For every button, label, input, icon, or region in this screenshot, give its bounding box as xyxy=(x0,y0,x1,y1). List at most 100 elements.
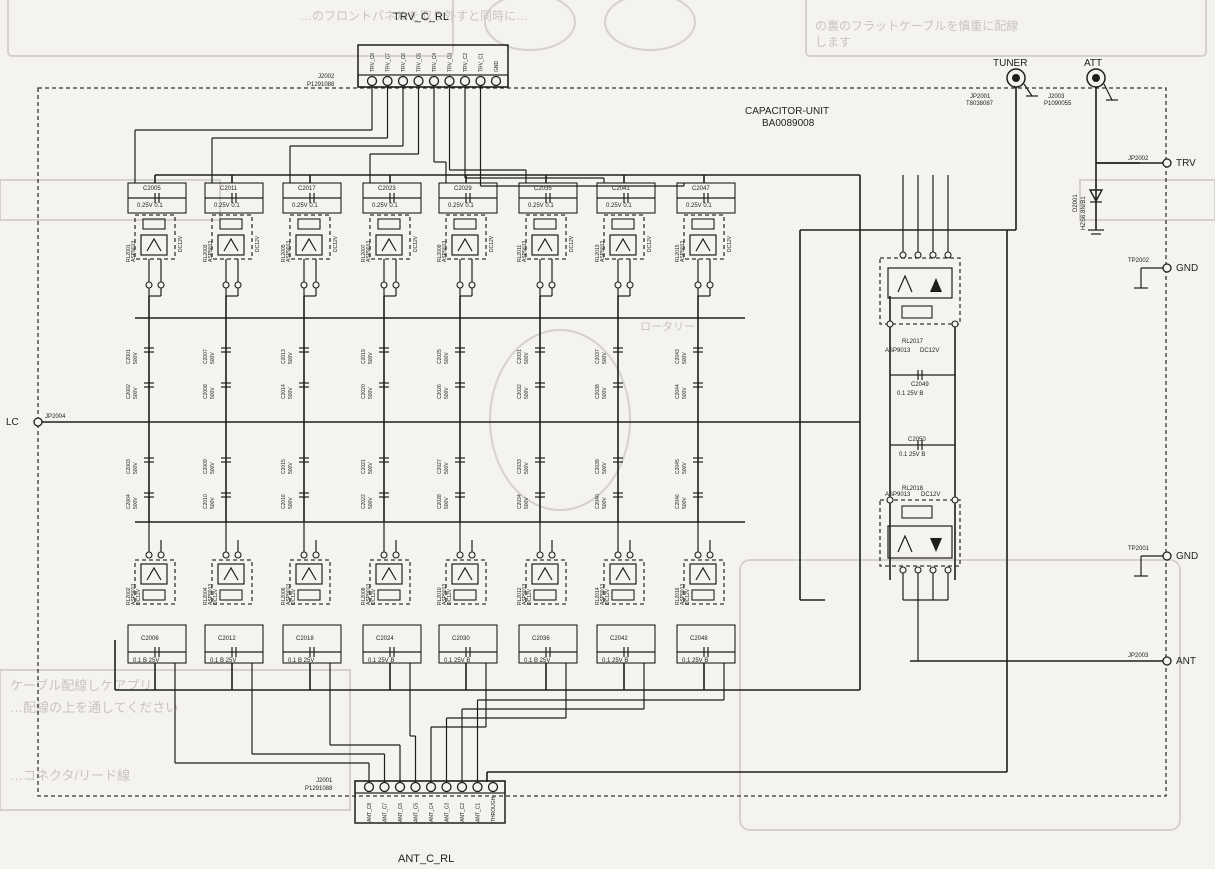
upper-cap-ref: C2047 xyxy=(692,186,710,192)
matrix-cap-ref: C2040 xyxy=(595,494,601,509)
background-bleed: …のフロントパネルを取り外すと同時に… の裏のフラットケーブルを慎重に配線 しま… xyxy=(0,0,1215,831)
lower-cap-value: 0.1 B 25V xyxy=(133,658,159,664)
upper-cap-value: 0.25V 0.1 xyxy=(528,203,554,209)
lower-relay-part: ASP9013 xyxy=(600,584,606,605)
port-gnd-bottom[interactable]: TP2001 GND xyxy=(1128,546,1198,577)
upper-relay-part: ASP9013 xyxy=(366,241,372,262)
matrix-cap-ref: C2028 xyxy=(437,494,443,509)
upper-relay-ref: RL2013 xyxy=(595,244,601,262)
matrix-cap-ref: C2025 xyxy=(437,349,443,364)
tuner-jack: TUNER JP2001 T8038087 xyxy=(966,58,1038,107)
diode-part: HZS6.8N/B1 xyxy=(1081,196,1087,230)
matrix-cap-value: 500V xyxy=(602,462,608,474)
matrix-cap-value: 500V xyxy=(524,352,530,364)
right-cap-ref: C2050 xyxy=(908,437,926,443)
upper-cap-value: 0.25V 0.1 xyxy=(214,203,240,209)
ant-pin-label: ANT_C5 xyxy=(414,803,420,822)
lower-relay-rating: DC12V xyxy=(291,588,297,605)
matrix-cap-ref: C2031 xyxy=(517,349,523,364)
lower-cap-ref: C2018 xyxy=(296,636,314,642)
upper-relay-rating: DC12V xyxy=(489,235,495,252)
matrix-cap-value: 500V xyxy=(210,497,216,509)
matrix-cap-ref: C2002 xyxy=(126,384,132,399)
matrix-cap-ref: C2032 xyxy=(517,384,523,399)
matrix-cap-ref: C2026 xyxy=(437,384,443,399)
port-gnd-bottom-ref: TP2001 xyxy=(1128,546,1150,552)
right-cap-ref: C2049 xyxy=(911,382,929,388)
matrix-cap-ref: C2014 xyxy=(281,384,287,399)
port-lc[interactable]: LC JP2004 xyxy=(6,414,66,428)
upper-relay-ref: RL2015 xyxy=(675,244,681,262)
unit-code: BA0089008 xyxy=(762,118,815,129)
upper-relay-rating: DC12V xyxy=(647,235,653,252)
upper-relay-rating: DC12V xyxy=(413,235,419,252)
upper-cap-value: 0.25V 0.1 xyxy=(372,203,398,209)
matrix-cap-ref: C2010 xyxy=(203,494,209,509)
lower-cap-value: 0.1 25V B xyxy=(682,658,708,664)
port-trv-label: TRV xyxy=(1176,158,1196,169)
matrix-cap-value: 500V xyxy=(444,462,450,474)
matrix-cap-ref: C2044 xyxy=(675,384,681,399)
matrix-cap-value: 500V xyxy=(602,497,608,509)
lower-relay-rating: DC12V xyxy=(136,588,142,605)
lower-relay-part: ASP9013 xyxy=(522,584,528,605)
matrix-cap-value: 500V xyxy=(368,497,374,509)
upper-relay-ref: RL2003 xyxy=(203,244,209,262)
trv-pin-label: TRV_C1 xyxy=(479,53,485,72)
upper-cap-value: 0.25V 0.1 xyxy=(292,203,318,209)
att-jack: ATT J2003 P1090055 xyxy=(1044,58,1118,107)
lower-relay-rating: DC12V xyxy=(605,588,611,605)
port-ant-label: ANT xyxy=(1176,656,1196,667)
matrix-cap-value: 500V xyxy=(210,352,216,364)
att-ref: J2003 xyxy=(1048,94,1065,100)
lower-cap-value: 0.1 25V B xyxy=(444,658,470,664)
matrix-cap-value: 500V xyxy=(444,497,450,509)
upper-cap-ref: C2035 xyxy=(534,186,552,192)
matrix-cap-value: 500V xyxy=(682,352,688,364)
trv-pin-label: TRV_C5 xyxy=(417,53,423,72)
port-lc-ref: JP2004 xyxy=(45,414,66,420)
att-part: P1090055 xyxy=(1044,101,1072,107)
matrix-cap-value: 500V xyxy=(682,462,688,474)
upper-relay-ref: RL2009 xyxy=(437,244,443,262)
tuner-ref: JP2001 xyxy=(970,94,991,100)
lower-relay-rating: DC12V xyxy=(527,588,533,605)
lower-relay-part: ASP9013 xyxy=(286,584,292,605)
matrix-cap-value: 500V xyxy=(288,462,294,474)
trv-pin-label: GND xyxy=(494,61,500,73)
matrix-cap-ref: C2001 xyxy=(126,349,132,364)
port-ant[interactable]: JP2003 ANT xyxy=(1128,653,1196,667)
matrix-cap-ref: C2033 xyxy=(517,459,523,474)
trv-connector-ref: J2002 xyxy=(318,74,335,80)
matrix-cap-value: 500V xyxy=(133,497,139,509)
matrix-cap-ref: C2020 xyxy=(361,384,367,399)
ant-pin-label: ANT_C7 xyxy=(383,803,389,822)
ant-pin-label: THROUGH xyxy=(491,796,497,822)
right-relay-top-rating: DC12V xyxy=(920,348,939,354)
lower-relay-rating: DC12V xyxy=(447,588,453,605)
matrix-cap-ref: C2038 xyxy=(595,384,601,399)
main-wiring xyxy=(42,87,1163,782)
lower-cap-ref: C2024 xyxy=(376,636,394,642)
lower-relay-ref: RL2010 xyxy=(437,587,443,605)
port-gnd-top[interactable]: TP2002 GND xyxy=(1128,258,1198,289)
port-trv-ref: JP2002 xyxy=(1128,156,1149,162)
matrix-cap-value: 500V xyxy=(133,352,139,364)
matrix-cap-ref: C2007 xyxy=(203,349,209,364)
ant-connector-ref: J2001 xyxy=(316,778,333,784)
lower-cap-ref: C2030 xyxy=(452,636,470,642)
matrix-cap-value: 500V xyxy=(368,387,374,399)
matrix-cap-ref: C2008 xyxy=(203,384,209,399)
matrix-cap-ref: C2039 xyxy=(595,459,601,474)
matrix-cap-ref: C2019 xyxy=(361,349,367,364)
lower-relay-rating: DC12V xyxy=(371,588,377,605)
upper-relay-ref: RL2007 xyxy=(361,244,367,262)
